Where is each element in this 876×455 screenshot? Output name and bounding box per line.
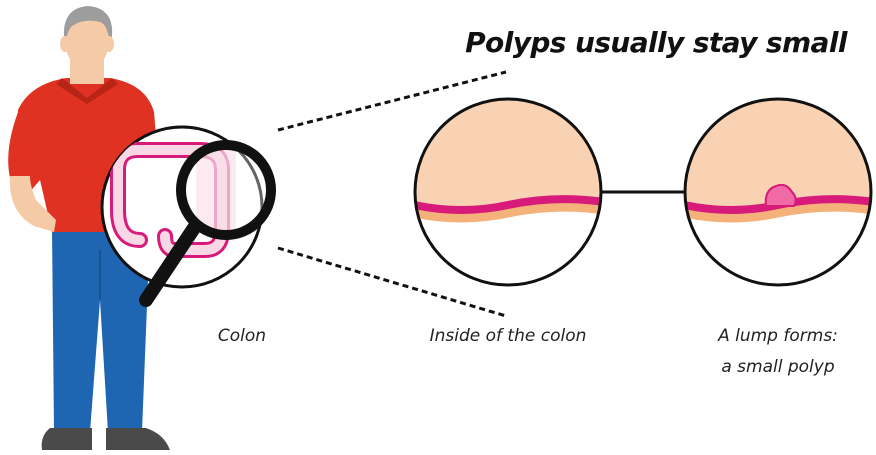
caption-inside: Inside of the colon bbox=[430, 326, 587, 346]
inside-colon-circle bbox=[414, 98, 604, 288]
caption-lump-line1: A lump forms: bbox=[717, 326, 838, 346]
right-shoe bbox=[106, 428, 170, 450]
right-ear bbox=[104, 36, 114, 52]
left-shoe bbox=[42, 428, 92, 450]
caption-colon: Colon bbox=[218, 326, 266, 346]
polyp-circle bbox=[684, 98, 874, 288]
page-title: Polyps usually stay small bbox=[465, 26, 848, 59]
caption-lump-line2: a small polyp bbox=[721, 357, 834, 377]
left-ear bbox=[60, 36, 70, 52]
